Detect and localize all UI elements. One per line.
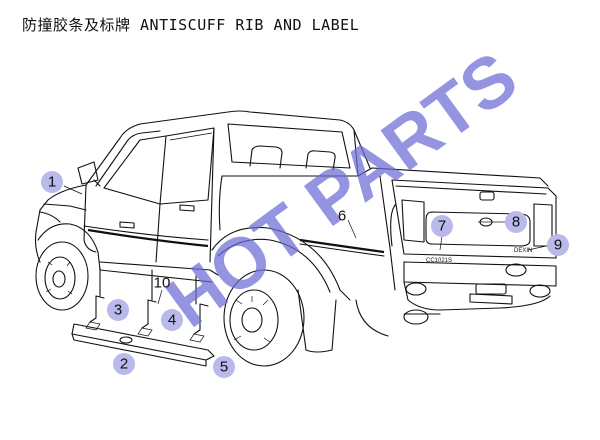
callout-6-label: 6 xyxy=(338,208,346,225)
callout-7: 7 xyxy=(431,215,453,237)
callout-4: 4 xyxy=(161,309,183,331)
tailgate-badge-text: DEXIN xyxy=(514,248,532,254)
truck-drawing: CC1021S DEXIN xyxy=(34,110,557,367)
callout-5: 5 xyxy=(213,356,235,378)
callout-2: 2 xyxy=(113,353,135,375)
callout-10: 10 xyxy=(154,275,171,292)
callout-4-label: 4 xyxy=(168,312,176,329)
callout-7-label: 7 xyxy=(438,218,446,235)
callout-10-label: 10 xyxy=(154,275,171,292)
callout-5-label: 5 xyxy=(220,359,228,376)
callout-6: 6 xyxy=(338,208,346,225)
callout-1: 1 xyxy=(41,171,63,193)
callout-9: 9 xyxy=(547,234,569,256)
callout-3-label: 3 xyxy=(114,302,122,319)
callout-2-label: 2 xyxy=(120,356,128,373)
callout-3: 3 xyxy=(107,299,129,321)
callout-9-label: 9 xyxy=(554,237,562,254)
callout-8: 8 xyxy=(505,211,527,233)
callout-1-label: 1 xyxy=(48,174,56,191)
tailgate-plate-text: CC1021S xyxy=(426,258,452,264)
callout-8-label: 8 xyxy=(512,214,520,231)
diagram-title: 防撞胶条及标牌 ANTISCUFF RIB AND LABEL xyxy=(22,16,360,34)
